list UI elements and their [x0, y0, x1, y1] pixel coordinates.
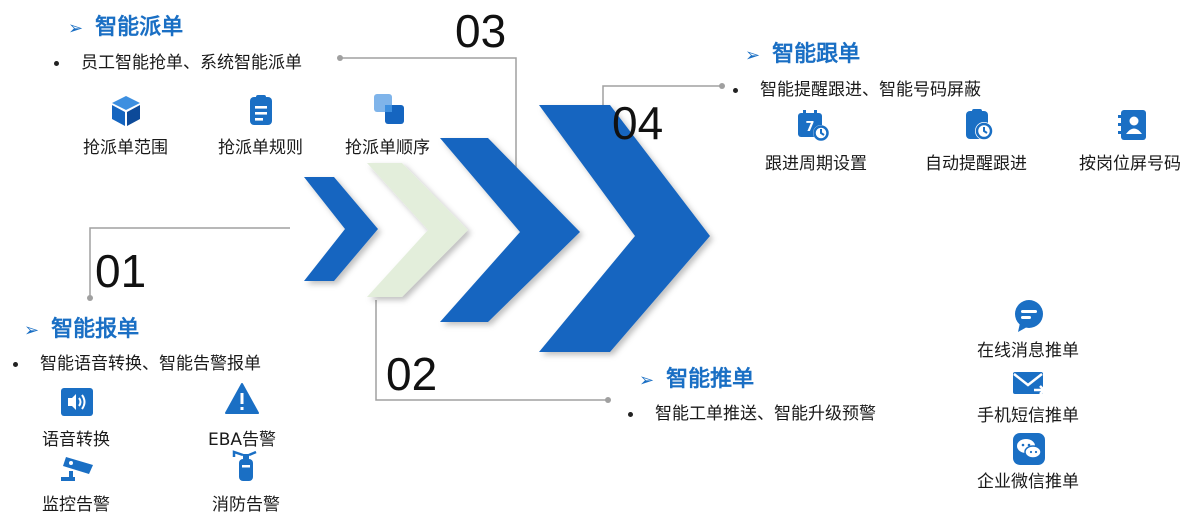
item-label-cube: 抢派单范围 — [83, 138, 168, 158]
chevron-02 — [367, 163, 468, 297]
clock-icon — [966, 109, 993, 140]
calendar-icon: 7 — [798, 110, 829, 141]
leader-dot-03 — [337, 55, 343, 61]
chat-icon — [1015, 300, 1043, 332]
stage-title-04: ➢智能跟单 — [745, 42, 861, 67]
stage-bullet-03: 员工智能抢单、系统智能派单 — [54, 48, 302, 73]
leader-dot-02 — [605, 397, 611, 403]
item-label-chat: 在线消息推单 — [977, 341, 1079, 361]
stage-title-01: ➢智能报单 — [24, 317, 140, 342]
leader-dot-01 — [87, 295, 93, 301]
arrow-icon: ➢ — [24, 320, 40, 341]
wechat-icon — [1013, 433, 1045, 465]
item-label-document: 抢派单规则 — [218, 138, 303, 158]
stage-title-02: ➢智能推单 — [639, 367, 755, 392]
stage-number-02: 02 — [386, 348, 438, 400]
stage-bullet-01: 智能语音转换、智能告警报单 — [13, 349, 261, 374]
voice-icon — [61, 388, 93, 416]
stage-bullet-04: 智能提醒跟进、智能号码屏蔽 — [733, 75, 981, 100]
item-label-fire: 消防告警 — [212, 495, 280, 515]
fire-extinguisher-icon — [232, 450, 257, 481]
warning-icon — [225, 383, 259, 414]
item-label-layers: 抢派单顺序 — [345, 138, 430, 158]
arrow-icon: ➢ — [745, 45, 761, 66]
arrow-icon: ➢ — [639, 370, 655, 391]
stage-bullet-02: 智能工单推送、智能升级预警 — [628, 399, 876, 424]
item-label-wechat: 企业微信推单 — [977, 472, 1079, 492]
chevron-03 — [440, 138, 580, 322]
contacts-icon — [1118, 110, 1146, 140]
chevron-04 — [539, 105, 710, 352]
cube-icon — [112, 96, 140, 126]
mail-icon — [1013, 372, 1046, 395]
item-label-warning: EBA告警 — [208, 430, 277, 450]
svg-text:7: 7 — [805, 120, 814, 135]
item-label-contacts: 按岗位屏号码 — [1079, 154, 1181, 174]
item-label-calendar: 跟进周期设置 — [765, 154, 867, 174]
arrow-icon: ➢ — [68, 18, 84, 39]
stage-number-03: 03 — [455, 5, 507, 57]
item-label-camera: 监控告警 — [42, 495, 110, 515]
leader-dot-04 — [719, 83, 725, 89]
leader-line-02 — [375, 300, 608, 401]
stage-number-01: 01 — [95, 245, 147, 297]
layers-icon — [374, 94, 404, 124]
chevron-01 — [304, 177, 378, 281]
item-label-voice: 语音转换 — [42, 430, 110, 450]
stage-number-04: 04 — [612, 97, 664, 149]
item-label-clock: 自动提醒跟进 — [925, 154, 1027, 174]
camera-icon — [61, 457, 93, 481]
document-icon — [250, 95, 272, 125]
stage-title-03: ➢智能派单 — [68, 15, 184, 40]
item-label-mail: 手机短信推单 — [977, 406, 1079, 426]
leader-line-01 — [89, 227, 290, 298]
leader-line-03 — [340, 57, 517, 172]
